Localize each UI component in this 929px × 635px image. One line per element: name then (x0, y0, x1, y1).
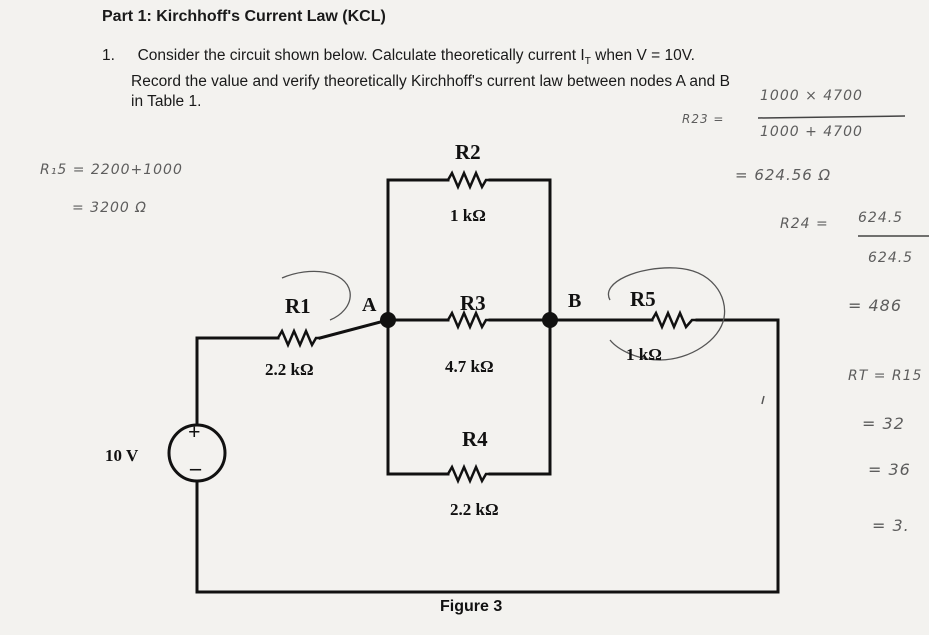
note-r15-result: = 3200 Ω (72, 200, 147, 216)
node-b-dot (542, 312, 558, 328)
note-rt-1: = 32 (862, 414, 905, 433)
handwritten-circle-r5 (607, 267, 726, 361)
note-r24-num: 624.5 (858, 210, 904, 226)
note-rt-3: = 3. (872, 516, 910, 535)
r2-label: R2 (455, 140, 481, 164)
note-r23-num: 1000 × 4700 (760, 88, 863, 104)
question-number: 1. (102, 47, 115, 64)
resistor-r2 (446, 169, 490, 191)
resistor-r4 (446, 463, 490, 485)
node-a-dot (380, 312, 396, 328)
resistor-r5 (650, 309, 697, 331)
page-title: Part 1: Kirchhoff's Current Law (KCL) (102, 8, 386, 25)
note-r15: R₁5 = 2200+1000 (40, 162, 183, 178)
handwritten-mark (761, 395, 765, 405)
question-text: 1. Consider the circuit shown below. Cal… (102, 46, 730, 112)
r4-value: 2.2 kΩ (450, 500, 499, 519)
note-r23: R23 = (682, 112, 725, 126)
resistor-r1 (276, 327, 320, 349)
node-a-label: A (362, 294, 377, 316)
node-b-label: B (568, 290, 582, 312)
note-r23-den: 1000 + 4700 (760, 124, 863, 140)
wire-r1-right (318, 318, 390, 340)
fraction-bar-r23 (757, 115, 906, 119)
r3-label: R3 (460, 291, 486, 315)
note-r24: R24 = (780, 216, 829, 232)
note-r24-den: 624.5 (868, 250, 914, 266)
r4-label: R4 (462, 427, 488, 451)
source-minus-sign: – (190, 455, 201, 480)
source-voltage-label: 10 V (105, 446, 139, 465)
r1-label: R1 (285, 294, 311, 318)
figure-caption: Figure 3 (440, 598, 503, 615)
question-line-2: Record the value and verify theoreticall… (131, 73, 730, 91)
wire-outer (195, 318, 780, 594)
question-line-3: in Table 1. (131, 93, 202, 111)
r3-value: 4.7 kΩ (445, 357, 494, 376)
resistor-r3 (446, 309, 490, 331)
note-rt-2: = 36 (868, 460, 911, 479)
source-plus-sign: + (188, 419, 201, 444)
r5-value: 1 kΩ (626, 345, 662, 364)
voltage-source (167, 423, 227, 483)
r1-value: 2.2 kΩ (265, 360, 314, 379)
question-line-1: Consider the circuit shown below. Calcul… (137, 47, 585, 64)
note-r23-result: = 624.56 Ω (735, 166, 832, 184)
current-subscript: T (584, 56, 591, 68)
handwritten-arc-r1 (281, 270, 351, 321)
question-line-1-tail: when V = 10V. (590, 47, 695, 64)
r2-value: 1 kΩ (450, 206, 486, 225)
r5-label: R5 (630, 287, 656, 311)
note-rt: RT = R15 (848, 368, 923, 384)
note-r24-result: = 486 (848, 296, 903, 315)
